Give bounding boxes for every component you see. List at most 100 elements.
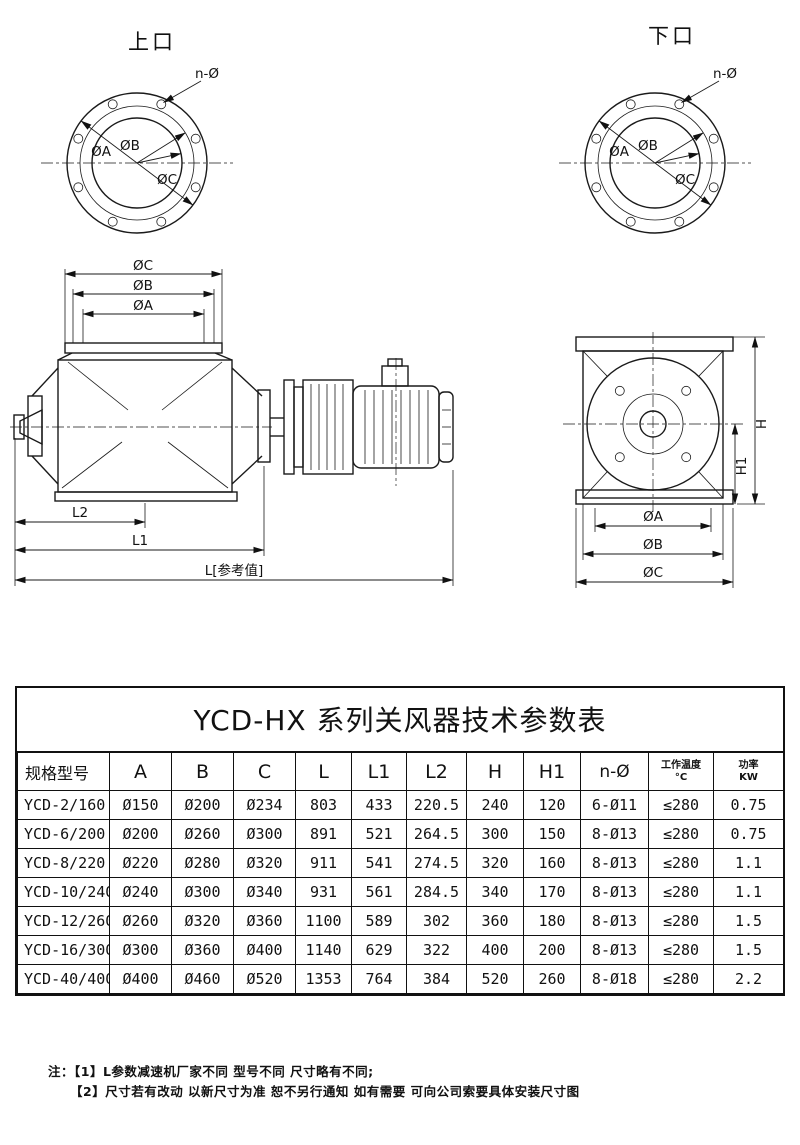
col-header-l1: L1: [351, 752, 407, 791]
value-cell: 240: [466, 790, 524, 820]
value-cell: 340: [466, 877, 524, 907]
value-cell: 300: [466, 819, 524, 849]
value-cell: 0.75: [713, 790, 784, 820]
value-cell: Ø260: [171, 819, 234, 849]
value-cell: 1140: [295, 935, 352, 965]
note-2: 【2】尺寸若有改动 以新尺寸为准 恕不另行通知 如有需要 可向公司索要具体安装尺…: [70, 1084, 580, 1099]
value-cell: Ø400: [109, 964, 172, 994]
value-cell: ≤280: [648, 848, 714, 878]
value-cell: 1.5: [713, 935, 784, 965]
col-header-a: A: [109, 752, 172, 791]
col-header-nphi: n-Ø: [580, 752, 649, 791]
value-cell: 629: [351, 935, 407, 965]
top-port-flange-drawing: ØA ØB ØC n-Ø: [41, 66, 233, 234]
value-cell: 520: [466, 964, 524, 994]
value-cell: Ø460: [171, 964, 234, 994]
value-cell: 200: [523, 935, 581, 965]
dim-label-dia-b: ØB: [120, 138, 140, 154]
model-cell: YCD-2/160: [17, 790, 110, 820]
value-cell: 160: [523, 848, 581, 878]
value-cell: 561: [351, 877, 407, 907]
value-cell: Ø300: [109, 935, 172, 965]
model-cell: YCD-12/260: [17, 906, 110, 936]
coupling-hub: [293, 386, 304, 468]
gearbox: [302, 379, 354, 475]
model-cell: YCD-8/220: [17, 848, 110, 878]
parameters-table-section: YCD-HX 系列关风器技术参数表 规格型号 A B C L L1 L2 H H…: [15, 686, 785, 996]
dim-label-dia-a: ØA: [609, 144, 630, 160]
value-cell: 433: [351, 790, 407, 820]
value-cell: 170: [523, 877, 581, 907]
bottom-dimension-lines: [14, 438, 454, 586]
value-cell: Ø300: [171, 877, 234, 907]
value-cell: Ø150: [109, 790, 172, 820]
value-cell: 521: [351, 819, 407, 849]
col-header-h: H: [466, 752, 524, 791]
motor: [352, 358, 454, 469]
value-cell: 2.2: [713, 964, 784, 994]
value-cell: 8-Ø18: [580, 964, 649, 994]
value-cell: 150: [523, 819, 581, 849]
power-header-line1: 功率: [738, 759, 759, 771]
width-dimension-lines: [575, 504, 734, 588]
col-header-h1: H1: [523, 752, 581, 791]
dim-label-dia-b: ØB: [638, 138, 658, 154]
model-cell: YCD-40/400: [17, 964, 110, 994]
col-header-c: C: [233, 752, 296, 791]
value-cell: 803: [295, 790, 352, 820]
table-header-row: 规格型号 A B C L L1 L2 H H1 n-Ø 工作温度 °C 功率 K…: [17, 752, 784, 791]
housing-body: [57, 359, 233, 493]
dimension-leaders: [80, 80, 202, 206]
bolt-holes: [73, 99, 201, 227]
value-cell: 322: [406, 935, 467, 965]
side-view-drawing: ØC ØB ØA: [10, 258, 454, 586]
top-port-title: 上口: [128, 30, 176, 54]
bearing-housing: [27, 395, 43, 457]
motor-fan-cover: [438, 391, 454, 463]
value-cell: 1353: [295, 964, 352, 994]
value-cell: 911: [295, 848, 352, 878]
value-cell: 284.5: [406, 877, 467, 907]
value-cell: Ø240: [109, 877, 172, 907]
bottom-port-flange-drawing: ØA ØB ØC n-Ø: [559, 66, 751, 234]
value-cell: 264.5: [406, 819, 467, 849]
housing: [575, 336, 734, 505]
bottom-flange-plate: [575, 489, 734, 505]
motor-junction-box: [381, 365, 409, 387]
parameters-table: 规格型号 A B C L L1 L2 H H1 n-Ø 工作温度 °C 功率 K…: [17, 752, 784, 994]
junction-box-cap: [387, 358, 403, 367]
value-cell: 1.5: [713, 906, 784, 936]
value-cell: Ø400: [233, 935, 296, 965]
dim-label-dia-a: ØA: [91, 144, 112, 160]
value-cell: Ø280: [171, 848, 234, 878]
value-cell: 220.5: [406, 790, 467, 820]
value-cell: Ø360: [233, 906, 296, 936]
bottom-flange-plate: [54, 491, 238, 502]
value-cell: 541: [351, 848, 407, 878]
value-cell: 360: [466, 906, 524, 936]
model-cell: YCD-16/300: [17, 935, 110, 965]
value-cell: 8-Ø13: [580, 935, 649, 965]
col-header-power: 功率 KW: [713, 752, 784, 791]
bolt-count-label: n-Ø: [195, 66, 219, 82]
value-cell: ≤280: [648, 964, 714, 994]
value-cell: Ø320: [171, 906, 234, 936]
dim-label-dia-a: ØA: [643, 509, 664, 525]
value-cell: 302: [406, 906, 467, 936]
shaft-end-cone: [19, 408, 43, 446]
value-cell: 120: [523, 790, 581, 820]
dim-label-dia-c: ØC: [133, 258, 153, 274]
value-cell: 589: [351, 906, 407, 936]
top-dimension-lines: [64, 269, 223, 343]
value-cell: Ø200: [109, 819, 172, 849]
height-dimension-lines: [731, 336, 765, 505]
value-cell: 180: [523, 906, 581, 936]
value-cell: 274.5: [406, 848, 467, 878]
value-cell: 764: [351, 964, 407, 994]
value-cell: Ø300: [233, 819, 296, 849]
value-cell: Ø200: [171, 790, 234, 820]
top-flange-plate: [64, 342, 223, 354]
